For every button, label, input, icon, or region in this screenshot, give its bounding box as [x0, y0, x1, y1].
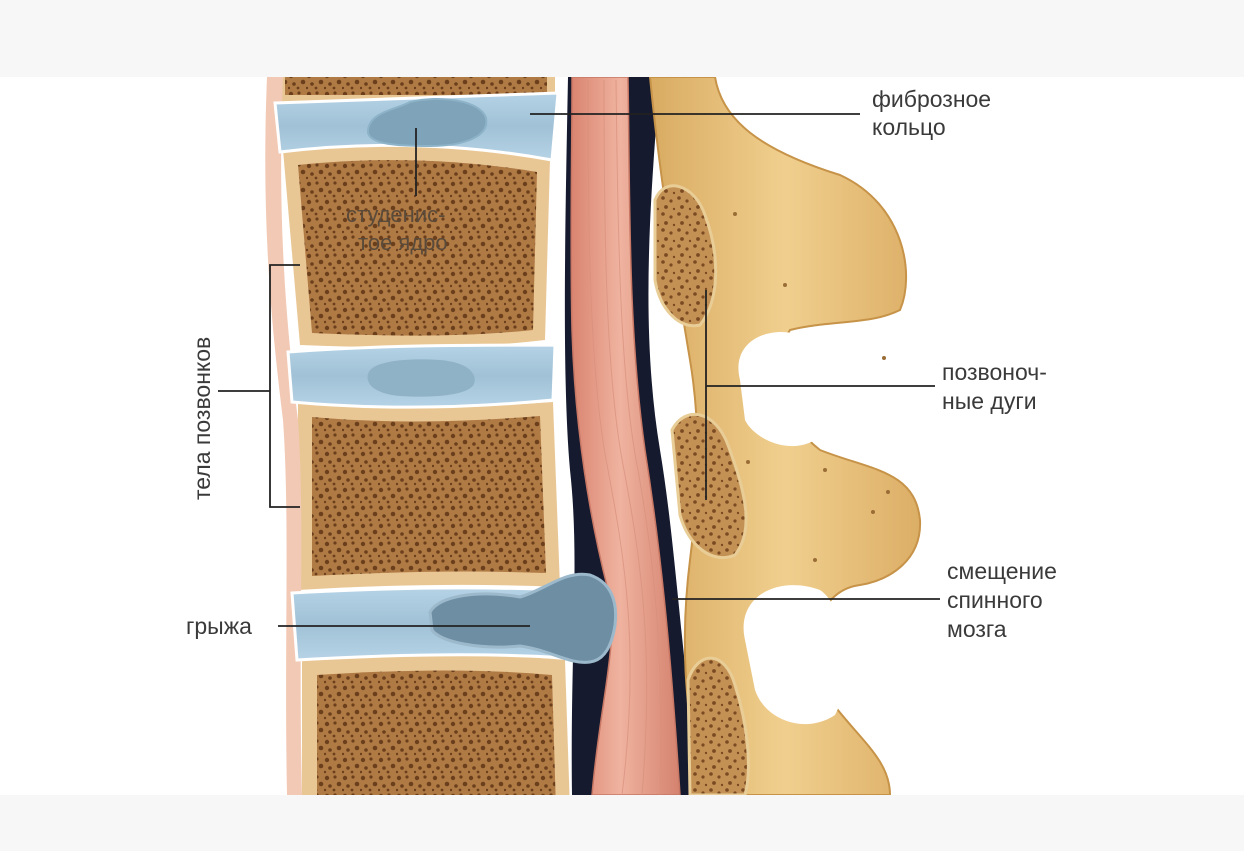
label-nucleus-line1: студенис- [346, 202, 445, 227]
arch-foramen-2 [743, 585, 845, 725]
arch-spongy-3 [686, 656, 750, 795]
label-cord-line2: спинного [947, 587, 1043, 613]
arch-spongy-2 [670, 412, 748, 560]
vertebral-body-2 [283, 144, 550, 348]
label-nucleus-line2: тое ядро [358, 230, 448, 255]
arch-foramen-1 [738, 332, 825, 447]
label-arches-line2: ные дуги [942, 388, 1037, 414]
label-hernia: грыжа [186, 613, 252, 639]
label-arches-line1: позвоноч- [942, 359, 1047, 385]
label-fibrous-ring-line2: кольцо [872, 114, 946, 140]
nucleus-pulposus-1 [367, 97, 488, 148]
bracket-vertebral-bodies [269, 264, 300, 508]
spinal-cord [570, 77, 681, 795]
vertebral-body-3 [298, 402, 560, 590]
vertebral-body-4 [302, 655, 570, 795]
label-cord-line1: смещение [947, 558, 1057, 584]
leader-lines [218, 113, 940, 627]
nucleus-pulposus-2 [367, 359, 475, 397]
arch-spongy-1 [653, 184, 718, 328]
label-fibrous-ring-line1: фиброзное [872, 86, 991, 112]
arch-dots [733, 212, 890, 562]
label-cord-line3: мозга [947, 616, 1007, 642]
label-vertebral-bodies: тела позвонков [189, 337, 215, 500]
spinal-cord-fibers [587, 79, 662, 795]
herniated-nucleus [428, 572, 618, 664]
